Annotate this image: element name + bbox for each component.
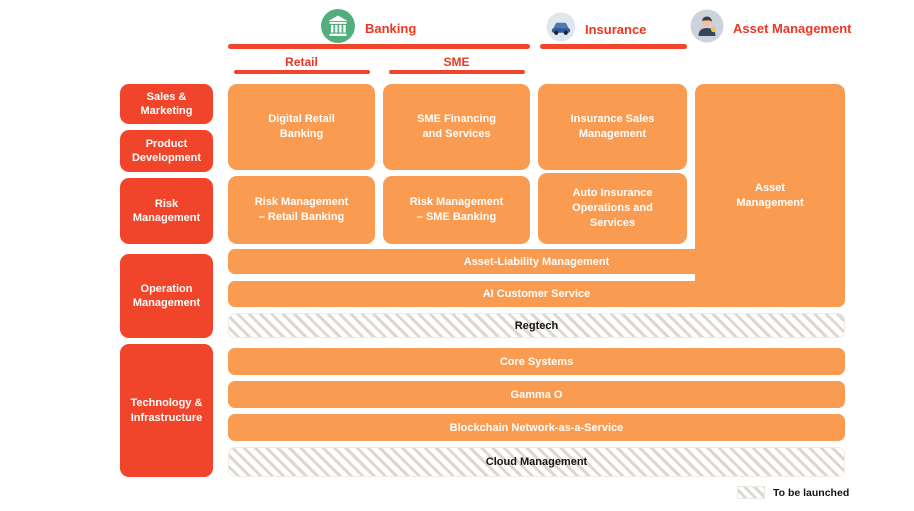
row-label-product-development: Product Development [120,130,213,172]
asset-management-label: Asset Management [733,20,852,36]
cell-insurance-sales-management: Insurance Sales Management [538,84,687,170]
insurance-label: Insurance [585,21,647,37]
cell-auto-insurance-operations: Auto Insurance Operations and Services [538,173,687,244]
bar-regtech: Regtech [228,313,845,338]
row-label-operation-management: Operation Management [120,254,213,338]
cell-asset-management: Asset Management [695,84,845,307]
row-label-risk-management: Risk Management [120,178,213,244]
row-label-technology-infrastructure: Technology & Infrastructure [120,344,213,477]
header-asset-management: Asset Management [690,9,852,48]
banking-underline [228,44,530,49]
banking-icon [320,8,356,49]
bar-cloud-management: Cloud Management [228,447,845,477]
legend-to-be-launched: To be launched [737,486,849,499]
hatched-swatch-icon [737,486,765,499]
insurance-car-icon [546,12,576,47]
sme-column-header: SME [443,55,470,69]
row-label-sales-marketing: Sales & Marketing [120,84,213,124]
cell-risk-management-retail: Risk Management – Retail Banking [228,176,375,244]
bar-core-systems: Core Systems [228,348,845,375]
asset-management-person-icon [690,9,724,48]
banking-label: Banking [365,20,417,36]
bar-gamma-o: Gamma O [228,381,845,408]
cell-digital-retail-banking: Digital Retail Banking [228,84,375,170]
retail-underline [234,70,370,74]
cell-risk-management-sme: Risk Management – SME Banking [383,176,530,244]
sme-underline [389,70,525,74]
cell-sme-financing-services: SME Financing and Services [383,84,530,170]
insurance-underline [540,44,687,49]
retail-column-header: Retail [285,55,318,69]
header-banking: Banking [320,8,417,49]
header-insurance: Insurance [546,12,647,47]
bar-blockchain-naas: Blockchain Network-as-a-Service [228,414,845,441]
legend-label: To be launched [773,486,850,499]
